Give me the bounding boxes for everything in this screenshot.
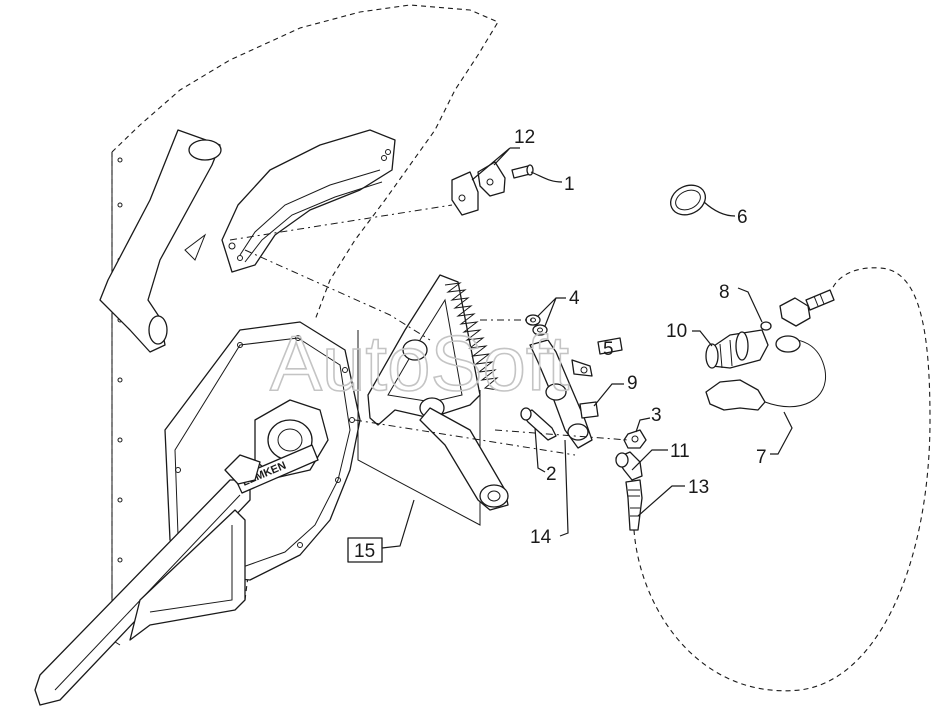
part-9-nut bbox=[579, 401, 599, 419]
part-8-small-ring bbox=[760, 321, 772, 331]
callout-4: 4 bbox=[537, 288, 580, 327]
callout-6-label: 6 bbox=[737, 207, 748, 228]
callout-7: 7 bbox=[756, 411, 793, 468]
lower-frame-rail bbox=[34, 479, 251, 706]
callout-12: 12 bbox=[471, 127, 535, 181]
callout-12-label: 12 bbox=[514, 127, 535, 148]
callout-14: 14 bbox=[530, 439, 569, 548]
callout-3-label: 3 bbox=[651, 405, 662, 426]
part-1-screw bbox=[511, 164, 534, 179]
part-11-elbow-fitting bbox=[615, 451, 643, 481]
callout-10-label: 10 bbox=[666, 321, 687, 342]
part-10-quick-coupler bbox=[705, 329, 769, 369]
callout-5: 5 bbox=[603, 339, 614, 360]
callout-8: 8 bbox=[719, 282, 763, 323]
callout-1-label: 1 bbox=[564, 174, 575, 195]
callout-9-label: 9 bbox=[627, 373, 638, 394]
part-5-pin bbox=[597, 337, 623, 355]
callout-3: 3 bbox=[635, 405, 662, 433]
callout-2-label: 2 bbox=[546, 464, 557, 485]
callout-15-label: 15 bbox=[354, 541, 375, 562]
callout-14-label: 14 bbox=[530, 527, 552, 548]
part-2-bolt bbox=[520, 407, 557, 441]
assembly-centerlines bbox=[229, 204, 629, 456]
callout-13: 13 bbox=[637, 477, 709, 517]
callout-7-label: 7 bbox=[756, 447, 767, 468]
part-14-adjuster bbox=[529, 339, 593, 449]
hydraulic-hose-loop bbox=[633, 267, 931, 692]
callout-4-label: 4 bbox=[569, 288, 580, 309]
upper-bolt bbox=[779, 289, 835, 327]
callout-6: 6 bbox=[703, 201, 748, 228]
callout-2: 2 bbox=[534, 427, 557, 485]
callout-11-label: 11 bbox=[670, 441, 690, 462]
callout-5-label: 5 bbox=[603, 339, 614, 360]
part-12-blocks bbox=[451, 161, 506, 216]
callout-15: 15 bbox=[347, 499, 415, 563]
brand-plate: LEMKEN bbox=[224, 444, 319, 494]
callout-1: 1 bbox=[530, 171, 575, 195]
lever-arm bbox=[99, 129, 222, 353]
watermark: AutoSoft bbox=[270, 319, 570, 407]
part-6-ring bbox=[669, 184, 707, 216]
callout-13-label: 13 bbox=[688, 477, 709, 498]
part-13-hose-fitting bbox=[625, 479, 643, 531]
callout-9: 9 bbox=[593, 373, 638, 407]
callout-11: 11 bbox=[631, 441, 690, 471]
callout-10: 10 bbox=[666, 321, 713, 347]
part-7-dust-cap bbox=[705, 335, 827, 411]
segment-plate bbox=[221, 129, 396, 273]
part-3-nut bbox=[623, 429, 647, 449]
callout-8-label: 8 bbox=[719, 282, 730, 303]
